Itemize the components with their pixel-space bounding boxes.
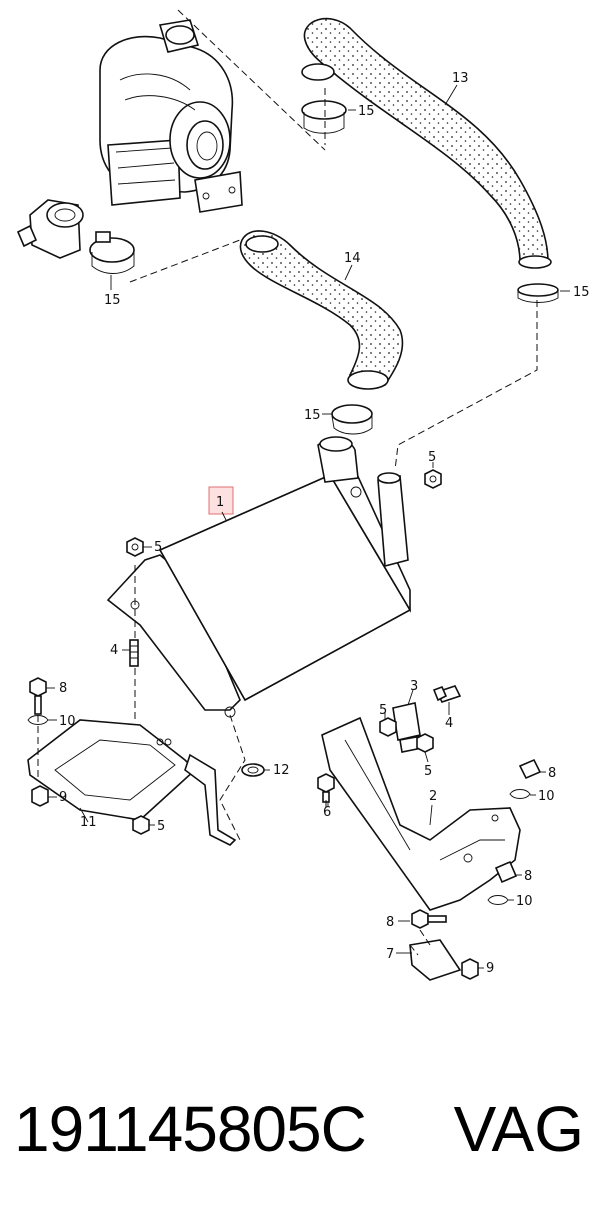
bolt-8-right-mid (494, 860, 518, 884)
callout-11: 11 (80, 815, 97, 830)
bolt-8-right-top (518, 758, 542, 780)
hose-clamp-middle (331, 404, 373, 435)
bracket-11 (27, 719, 237, 846)
part-number: 191145805C (14, 1093, 367, 1165)
hose-clamp-top (301, 100, 347, 134)
turbocharger (99, 19, 243, 213)
callout-15-right: 15 (573, 285, 590, 300)
washer-10-right-top (509, 789, 531, 799)
callout-13: 13 (452, 71, 469, 86)
callout-4-left: 4 (110, 643, 118, 658)
callout-12: 12 (273, 763, 290, 778)
nut-9-left (31, 785, 49, 807)
callout-2: 2 (429, 789, 437, 804)
callout-14: 14 (344, 251, 361, 266)
footer: 191145805C VAG (0, 1085, 600, 1185)
callout-9-bottom: 9 (486, 961, 494, 976)
stud-4-left (129, 639, 139, 667)
bolt-6 (317, 773, 335, 803)
callout-10-right-top: 10 (538, 789, 555, 804)
callout-9-left: 9 (59, 790, 67, 805)
nut-5-top-right (424, 469, 442, 489)
hose-14 (239, 230, 404, 390)
callout-5-top-right: 5 (428, 450, 436, 465)
callout-10-left: 10 (59, 714, 76, 729)
callout-8-bottom: 8 (386, 915, 394, 930)
nut-5-right-a (379, 717, 397, 737)
grommet-12 (241, 763, 265, 777)
nut-5-right-b (416, 733, 434, 753)
callout-10-right-mid: 10 (516, 894, 533, 909)
callout-15-top: 15 (358, 104, 375, 119)
callout-1: 1 (216, 495, 224, 510)
callout-15-middle: 15 (304, 408, 321, 423)
parts-diagram: 13 15 15 14 15 15 5 1 5 4 8 10 9 11 5 12… (16, 9, 590, 981)
bolt-8-bottom (411, 909, 447, 929)
callout-5-left: 5 (154, 540, 162, 555)
washer-10-right-mid (487, 895, 509, 905)
bracket-2 (321, 716, 521, 981)
callout-15-left: 15 (104, 293, 121, 308)
callout-8-right-mid: 8 (524, 869, 532, 884)
callout-7: 7 (386, 947, 394, 962)
hose-clamp-right (517, 283, 559, 303)
callout-3: 3 (410, 679, 418, 694)
callout-labels: 13 15 15 14 15 15 5 1 5 4 8 10 9 11 5 12… (59, 71, 590, 976)
callout-8-left: 8 (59, 681, 67, 696)
hose-13 (301, 17, 552, 269)
callout-6: 6 (323, 805, 331, 820)
hose-clamp-left (89, 231, 135, 274)
intake-elbow (16, 199, 84, 259)
callout-4-right: 4 (445, 716, 453, 731)
callout-5-right-b: 5 (424, 764, 432, 779)
callout-5-bottom-left: 5 (157, 819, 165, 834)
assembly-lines (37, 9, 538, 956)
nut-5-left (126, 537, 144, 557)
leader-lines (46, 84, 570, 969)
callout-8-right-top: 8 (548, 766, 556, 781)
bolt-4-right (432, 685, 462, 703)
nut-5-bottom-left (132, 815, 150, 835)
brand-name: VAG (453, 1093, 584, 1165)
intercooler (106, 436, 412, 718)
nut-9-bottom (461, 958, 479, 980)
part-highlight (208, 486, 234, 515)
bolt-8-left (29, 677, 47, 715)
callout-5-right-a: 5 (379, 703, 387, 718)
